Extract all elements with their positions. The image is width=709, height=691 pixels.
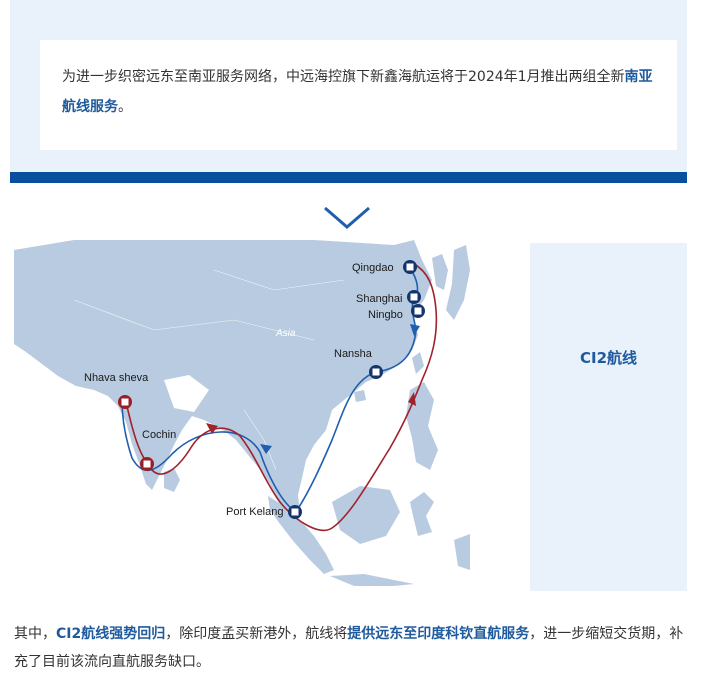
route-arrow-outbound bbox=[260, 444, 272, 454]
port-marker-qingdao bbox=[403, 260, 417, 274]
route-map: Asia Qingdao Shangh bbox=[14, 240, 470, 586]
bottom-text-3: ，进一步缩短交货期，补充了目前该流向直航服务缺口。 bbox=[14, 626, 684, 670]
port-marker-port-kelang bbox=[288, 505, 302, 519]
bottom-text-2: ，除印度孟买新港外，航线将 bbox=[165, 626, 348, 642]
borders bbox=[73, 269, 345, 471]
intro-text: 为进一步织密远东至南亚服务网络，中远海控旗下新鑫海航运将于2024年1月推出两组… bbox=[62, 69, 625, 85]
route-name: CI2航线 bbox=[579, 349, 638, 367]
route-panel: CI2航线 bbox=[530, 243, 687, 591]
bottom-highlight-2: 提供远东至印度科钦直航服务 bbox=[347, 626, 530, 642]
port-label-nhava-sheva: Nhava sheva bbox=[84, 372, 149, 384]
bottom-paragraph: 其中，CI2航线强势回归，除印度孟买新港外，航线将提供远东至印度科钦直航服务，进… bbox=[14, 620, 694, 676]
route-line-return bbox=[125, 263, 438, 532]
chevron-down-icon bbox=[324, 206, 370, 229]
port-marker-ningbo bbox=[411, 304, 425, 318]
port-label-nansha: Nansha bbox=[334, 348, 373, 360]
landmass bbox=[14, 240, 470, 586]
bottom-highlight-1: CI2航线强势回归 bbox=[56, 626, 166, 642]
intro-card: 为进一步织密远东至南亚服务网络，中远海控旗下新鑫海航运将于2024年1月推出两组… bbox=[40, 40, 677, 150]
route-arrow-return-2 bbox=[408, 392, 416, 406]
route-arrow-outbound-2 bbox=[410, 324, 420, 336]
intro-highlight: 南亚航线服务 bbox=[62, 69, 653, 115]
region-label: Asia bbox=[275, 328, 296, 339]
route-line-outbound bbox=[121, 267, 419, 514]
bottom-text-1: 其中， bbox=[14, 626, 56, 642]
port-marker-nhava-sheva bbox=[118, 395, 132, 409]
intro-panel: 为进一步织密远东至南亚服务网络，中远海控旗下新鑫海航运将于2024年1月推出两组… bbox=[10, 0, 687, 172]
port-label-qingdao: Qingdao bbox=[352, 262, 394, 274]
port-label-ningbo: Ningbo bbox=[368, 309, 403, 321]
port-label-cochin: Cochin bbox=[142, 429, 176, 441]
divider-bar bbox=[10, 172, 687, 183]
port-marker-nansha bbox=[369, 365, 383, 379]
intro-text-end: 。 bbox=[118, 99, 132, 115]
route-arrow-return bbox=[206, 423, 218, 434]
intro-paragraph: 为进一步织密远东至南亚服务网络，中远海控旗下新鑫海航运将于2024年1月推出两组… bbox=[62, 62, 662, 122]
port-label-shanghai: Shanghai bbox=[356, 293, 403, 305]
port-marker-cochin bbox=[140, 457, 154, 471]
port-label-port-kelang: Port Kelang bbox=[226, 506, 283, 518]
port-marker-shanghai bbox=[407, 290, 421, 304]
map-svg: Asia Qingdao Shangh bbox=[14, 240, 470, 586]
